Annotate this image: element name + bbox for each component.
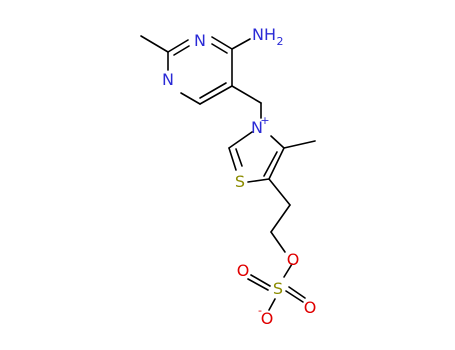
label-modifiers: 2 + - [258, 35, 283, 317]
atom-label-o: O [237, 261, 250, 280]
bond [180, 92, 201, 105]
bond [268, 178, 291, 206]
bond [288, 286, 306, 299]
bond [228, 131, 253, 149]
bond [211, 36, 233, 50]
bond [283, 140, 316, 149]
bond [285, 290, 304, 303]
bond [247, 178, 270, 183]
subscript-2: 2 [277, 35, 284, 48]
charge-plus: + [260, 114, 269, 127]
bond [270, 231, 286, 253]
atom-label-n-thiazolium: N [251, 118, 263, 137]
charge-minus: - [258, 304, 262, 317]
bond [228, 147, 237, 171]
bond [231, 38, 251, 50]
atom-label-nh: NH [252, 25, 276, 44]
bond [270, 135, 285, 149]
bond [211, 43, 228, 54]
bond [283, 263, 293, 278]
atom-label-s: S [235, 172, 245, 191]
bond [199, 82, 227, 99]
atom-label-n: N [194, 31, 206, 50]
bond [250, 274, 271, 287]
bond [235, 148, 243, 167]
atom-label-o: O [304, 298, 317, 317]
bond [199, 85, 233, 105]
bond [140, 35, 169, 53]
bond [270, 204, 291, 233]
atom-label-o: O [287, 250, 300, 269]
bond [231, 85, 262, 104]
bond [173, 45, 190, 56]
bond [167, 39, 189, 53]
bond [263, 151, 278, 177]
atom-label-o: O [261, 309, 274, 328]
bonds [140, 35, 316, 311]
atom-label-s: S [273, 279, 283, 298]
bond [268, 147, 285, 180]
bond [268, 298, 276, 311]
atom-labels: N N NH N S O S O O O [162, 25, 316, 328]
atom-label-n: N [162, 70, 174, 89]
bond [247, 278, 269, 291]
